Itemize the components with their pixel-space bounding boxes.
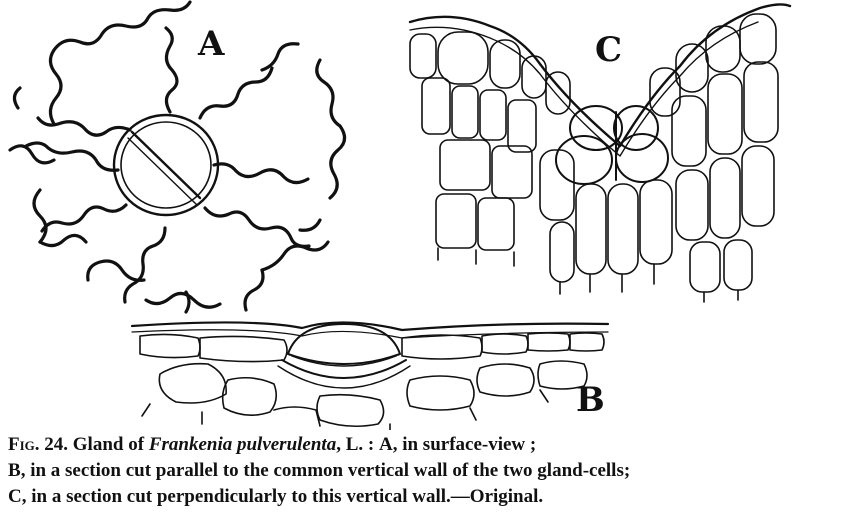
caption-text-c: , in a section cut perpendicularly to th… (21, 486, 544, 507)
species-name: Frankenia pulverulenta (148, 434, 337, 455)
caption-line-3: C, in a section cut perpendicularly to t… (8, 484, 844, 510)
caption-letter-c: C (8, 486, 22, 507)
caption-line-1: Fig. 24. Gland of Frankenia pulverulenta… (8, 432, 844, 458)
figure-number: Fig. 24. (8, 434, 69, 455)
panel-label-b: B (576, 380, 605, 420)
panel-a-surface-view (8, 0, 347, 314)
panel-label-c: C (595, 30, 623, 70)
gland-illustration (8, 0, 792, 431)
caption-text-a: , in surface-view ; (392, 434, 537, 455)
caption-letter-a: A (378, 434, 393, 455)
caption-line-2: B, in a section cut parallel to the comm… (8, 458, 844, 484)
figure-caption: Fig. 24. Gland of Frankenia pulverulenta… (8, 432, 844, 510)
panel-label-a: A (198, 24, 225, 64)
caption-letter-b: B (8, 460, 21, 481)
caption-title-pre: Gland of (72, 434, 149, 455)
species-authority: , L. : (336, 434, 379, 455)
caption-text-b: , in a section cut parallel to the commo… (20, 460, 631, 481)
panel-b-section (130, 321, 610, 431)
panel-c-section (408, 3, 792, 303)
